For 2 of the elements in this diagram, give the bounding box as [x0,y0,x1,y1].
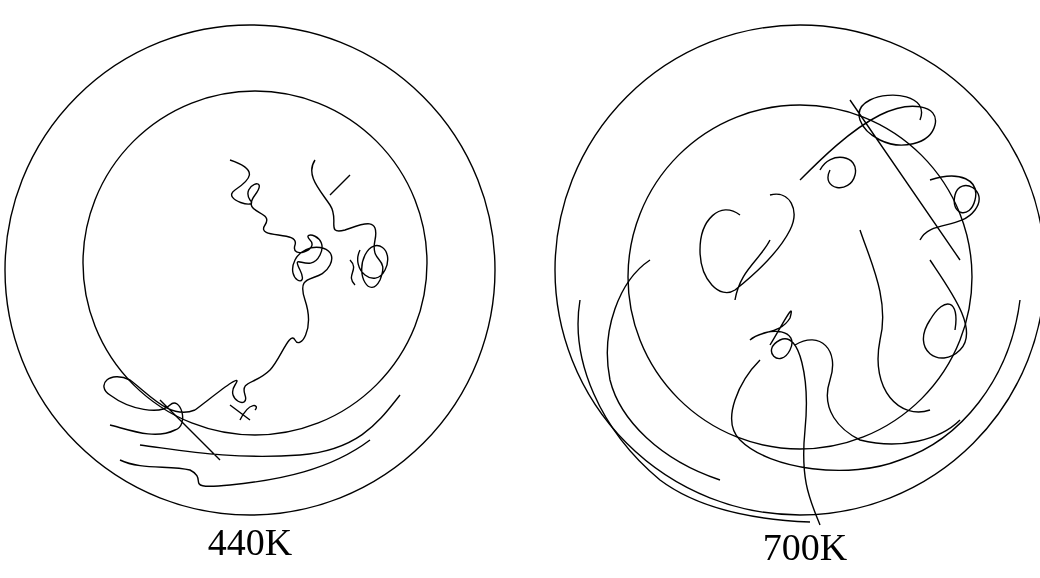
temperature-label: 700K [762,525,848,569]
temperature-label: 440K [207,520,293,564]
